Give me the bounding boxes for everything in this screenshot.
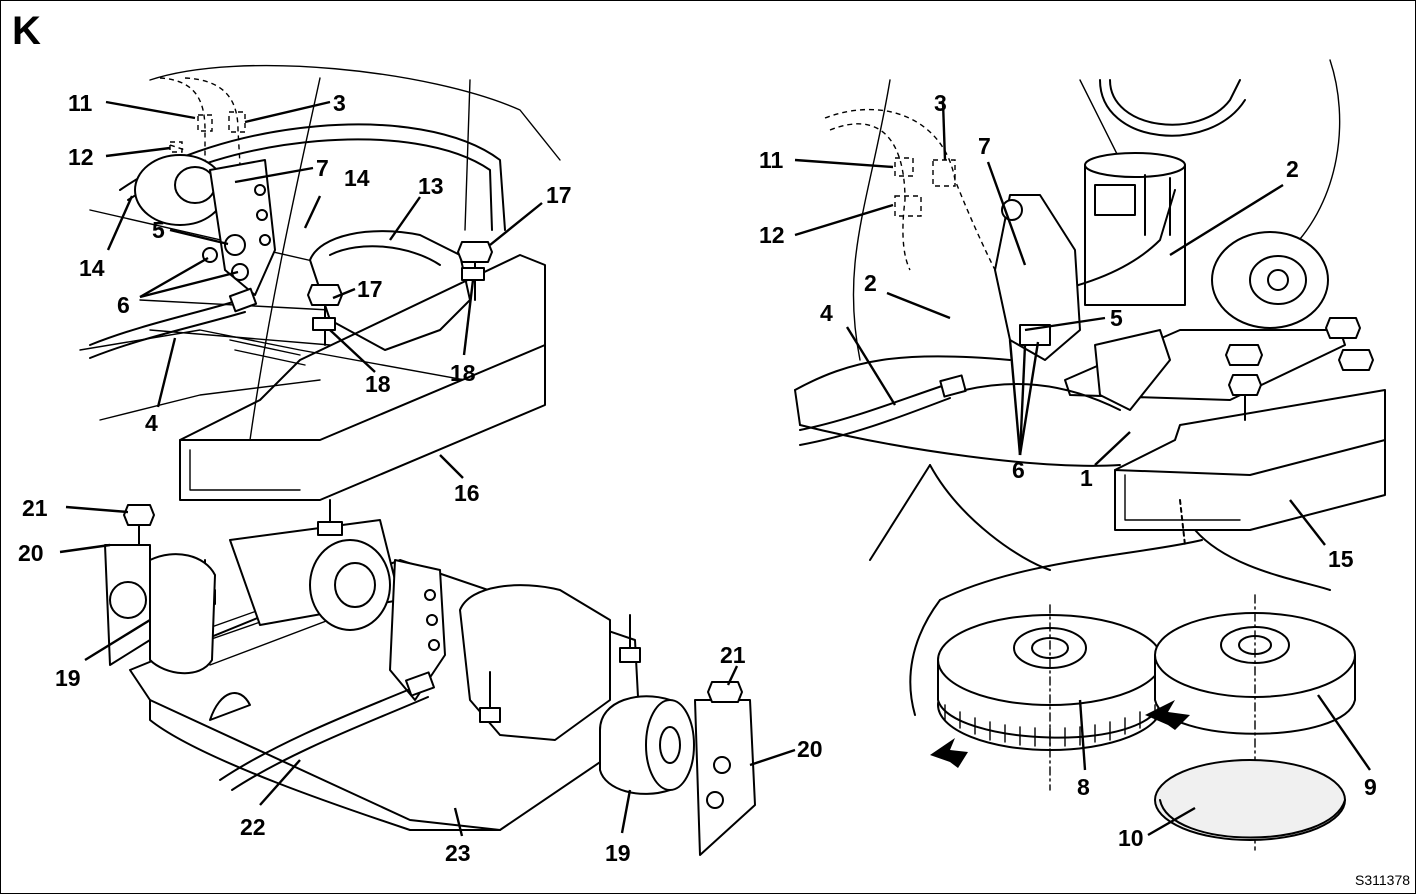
callout-12: 12 (68, 144, 94, 170)
top-right-assembly (794, 59, 1386, 716)
callout-2: 2 (864, 270, 877, 296)
callout-10: 10 (1118, 825, 1144, 851)
callout-7: 7 (316, 155, 329, 181)
callout-20: 20 (797, 736, 823, 762)
callout-8: 8 (1077, 774, 1090, 800)
callout-4: 4 (820, 300, 833, 326)
brush-discs (930, 594, 1356, 851)
callout-4: 4 (145, 410, 158, 436)
callout-6: 6 (117, 292, 130, 318)
top-left-assembly (79, 64, 561, 501)
callout-18: 18 (450, 360, 476, 386)
callout-16: 16 (454, 480, 480, 506)
callout-14: 14 (79, 255, 105, 281)
callout-23: 23 (445, 840, 471, 866)
callout-1: 1 (1080, 465, 1093, 491)
callout-11: 11 (68, 90, 93, 116)
callout-20: 20 (18, 540, 44, 566)
callout-6: 6 (1012, 457, 1025, 483)
callout-9: 9 (1364, 774, 1377, 800)
callout-numbers: 11 3 12 7 14 13 17 5 14 6 17 4 18 18 16 … (18, 90, 1377, 866)
callout-17: 17 (546, 182, 572, 208)
figure-code: S311378 (1355, 872, 1410, 888)
callout-11: 11 (759, 147, 784, 173)
callout-18: 18 (365, 371, 391, 397)
callout-21: 21 (22, 495, 48, 521)
leader-lines (59, 100, 1371, 837)
callout-5: 5 (152, 217, 165, 243)
callout-7: 7 (978, 133, 991, 159)
callout-12: 12 (759, 222, 785, 248)
callout-19: 19 (605, 840, 631, 866)
callout-5: 5 (1110, 305, 1123, 331)
callout-17: 17 (357, 276, 383, 302)
callout-21: 21 (720, 642, 746, 668)
callout-3: 3 (333, 90, 346, 116)
callout-19: 19 (55, 665, 81, 691)
callout-2: 2 (1286, 156, 1299, 182)
panel-letter: K (12, 9, 41, 53)
callout-22: 22 (240, 814, 266, 840)
callout-15: 15 (1328, 546, 1354, 572)
callout-14: 14 (344, 165, 370, 191)
callout-13: 13 (418, 173, 444, 199)
bottom-left-assembly (104, 499, 756, 856)
callout-3: 3 (934, 90, 947, 116)
